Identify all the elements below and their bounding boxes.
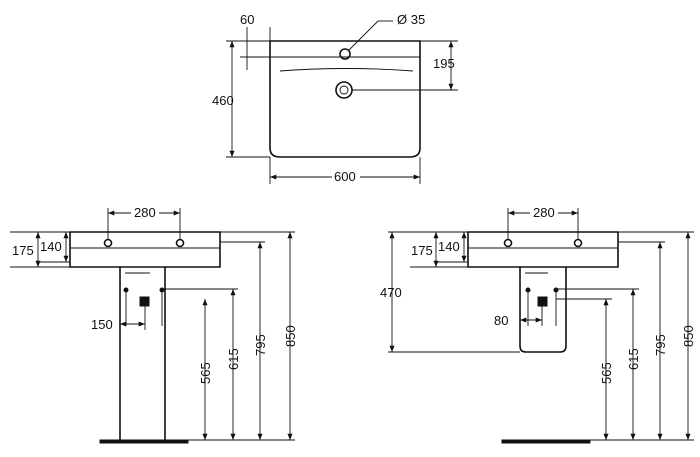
dim-tap-spacing-label: 280 — [134, 205, 156, 220]
dim-615-label: 615 — [226, 348, 241, 370]
dim-rim-height-label: 175 — [12, 243, 34, 258]
dim-trap-offset-semi-label: 80 — [494, 313, 508, 328]
bowl-rim — [280, 69, 413, 72]
dim-280-mask — [131, 205, 159, 219]
dim-795s-label: 795 — [653, 334, 668, 356]
top-view: 60 Ø 35 195 460 600 — [212, 12, 458, 184]
dim-tap-diameter-label: Ø 35 — [397, 12, 425, 27]
dim-565s-label: 565 — [599, 362, 614, 384]
tap-hole-right-semi-icon — [575, 240, 582, 247]
floor-base-semi — [502, 440, 590, 443]
trap-semi-icon — [538, 297, 547, 306]
dim-tap-spacing-semi-label: 280 — [533, 205, 555, 220]
semi-pedestal-view: 280 470 175 140 80 565 615 795 850 — [380, 205, 696, 443]
dim-tap-depth-label: 195 — [433, 56, 455, 71]
tap-hole-right-icon — [177, 240, 184, 247]
dim-depth-label: 460 — [212, 93, 234, 108]
dim-850s-label: 850 — [681, 325, 696, 347]
dim-semi-height-label: 470 — [380, 285, 402, 300]
dim-565-label: 565 — [198, 362, 213, 384]
dim-hole-height-label: 140 — [40, 239, 62, 254]
dim-rim-height-semi-label: 175 — [411, 243, 433, 258]
dim-width-label: 600 — [334, 169, 356, 184]
dim-615s-label: 615 — [626, 348, 641, 370]
basin-front-semi — [468, 232, 618, 267]
dim-dia-leader — [349, 21, 378, 50]
basin-outline-top — [270, 41, 420, 157]
tap-hole-left-semi-icon — [505, 240, 512, 247]
dim-trap-offset-label: 150 — [91, 317, 113, 332]
tap-hole-icon — [340, 49, 350, 59]
dim-795-label: 795 — [253, 334, 268, 356]
dim-tap-offset-label: 60 — [240, 12, 254, 27]
floor-base — [100, 440, 188, 443]
waste-outlet-inner-icon — [340, 86, 348, 94]
pedestal-view: 280 175 140 150 565 615 795 850 — [10, 205, 298, 443]
waste-outlet-icon — [336, 82, 352, 98]
tap-hole-left-icon — [105, 240, 112, 247]
basin-front — [70, 232, 220, 267]
dim-hole-height-semi-label: 140 — [438, 239, 460, 254]
trap-icon — [140, 297, 149, 306]
dim-850-label: 850 — [283, 325, 298, 347]
dim-600-mask — [332, 169, 360, 183]
semi-pedestal-shape — [520, 267, 566, 352]
dim-280s-mask — [530, 205, 558, 219]
